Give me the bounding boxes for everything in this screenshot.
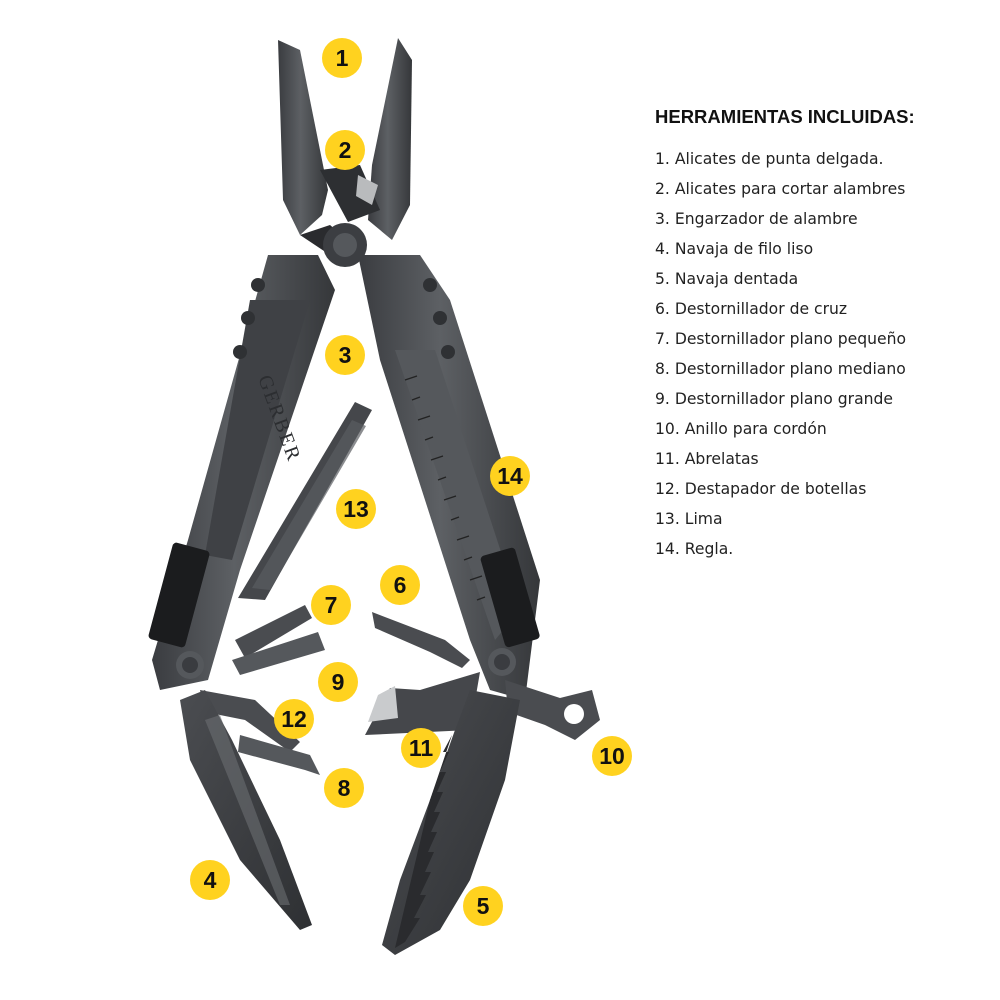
list-item: 10. Anillo para cordón xyxy=(655,420,827,438)
list-item: 5. Navaja dentada xyxy=(655,270,799,288)
callout-8: 8 xyxy=(324,768,364,808)
list-item: 2. Alicates para cortar alambres xyxy=(655,180,906,198)
lanyard-ring xyxy=(505,680,600,740)
callout-2: 2 xyxy=(325,130,365,170)
list-item: 1. Alicates de punta delgada. xyxy=(655,150,884,168)
screwdriver-small xyxy=(235,605,312,658)
panel-title: HERRAMIENTAS INCLUIDAS: xyxy=(655,106,915,127)
list-item: 3. Engarzador de alambre xyxy=(655,210,858,228)
callout-13: 13 xyxy=(336,489,376,529)
list-item: 9. Destornillador plano grande xyxy=(655,390,894,408)
list-item: 6. Destornillador de cruz xyxy=(655,300,848,318)
plier-jaw-left xyxy=(278,40,328,235)
callout-14: 14 xyxy=(490,456,530,496)
callout-12: 12 xyxy=(274,699,314,739)
can-opener xyxy=(365,672,480,735)
tool-list: 1. Alicates de punta delgada. 2. Alicate… xyxy=(655,144,985,564)
list-item: 14. Regla. xyxy=(655,540,734,558)
tools-panel: HERRAMIENTAS INCLUIDAS: 1. Alicates de p… xyxy=(655,106,985,564)
list-item: 4. Navaja de filo liso xyxy=(655,240,814,258)
callout-4: 4 xyxy=(190,860,230,900)
list-item: 13. Lima xyxy=(655,510,723,528)
list-item: 12. Destapador de botellas xyxy=(655,480,867,498)
ruler-marks xyxy=(404,375,486,601)
callout-10: 10 xyxy=(592,736,632,776)
callout-5: 5 xyxy=(463,886,503,926)
callout-7: 7 xyxy=(311,585,351,625)
callout-1: 1 xyxy=(322,38,362,78)
list-item: 11. Abrelatas xyxy=(655,450,759,468)
callout-6: 6 xyxy=(380,565,420,605)
phillips-screwdriver xyxy=(372,612,470,668)
screwdriver-medium xyxy=(238,735,320,775)
list-item: 8. Destornillador plano mediano xyxy=(655,360,906,378)
callout-11: 11 xyxy=(401,728,441,768)
bottle-opener xyxy=(200,690,300,752)
callout-9: 9 xyxy=(318,662,358,702)
plier-jaw-right xyxy=(368,38,412,240)
screwdriver-large xyxy=(232,632,325,675)
callout-3: 3 xyxy=(325,335,365,375)
list-item: 7. Destornillador plano pequeño xyxy=(655,330,907,348)
